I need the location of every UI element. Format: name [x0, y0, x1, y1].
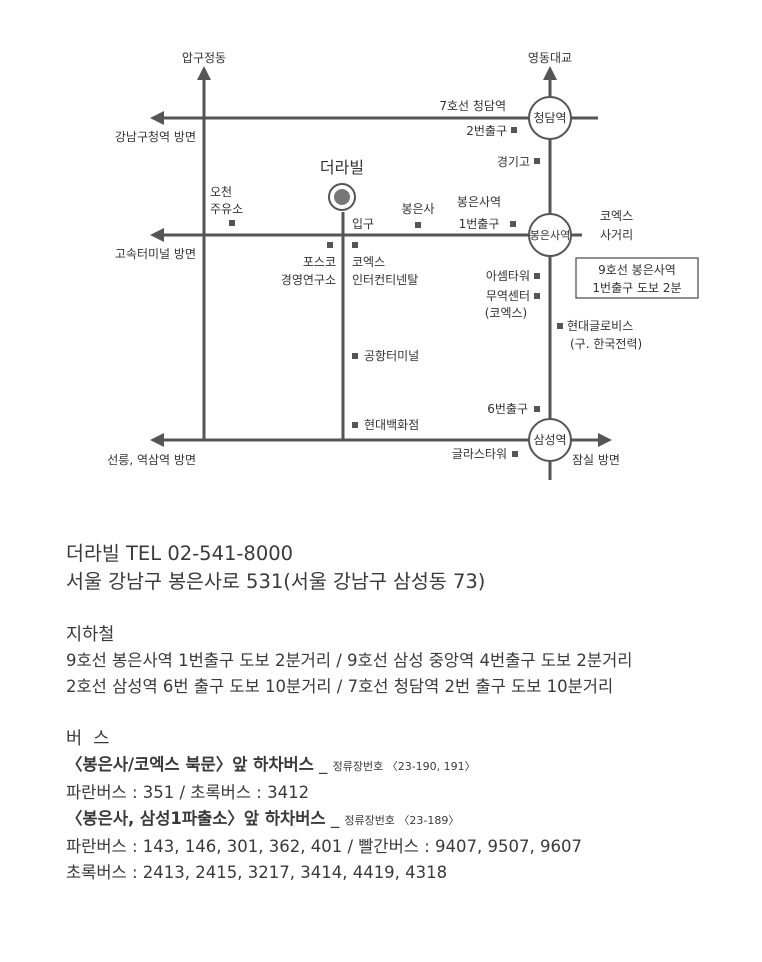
label-coex-crossroad-1: 코엑스	[600, 209, 633, 223]
marker-exit1-bongeunsa	[510, 221, 516, 227]
bus-stop-2-sep: _	[325, 809, 345, 828]
label-coex-crossroad-2: 사거리	[600, 228, 633, 242]
bus-stop-1-label: 〈봉은사/코엑스 북문〉앞 하차버스	[66, 755, 314, 774]
marker-glass-tower	[512, 451, 518, 457]
label-glass-tower: 글라스타워	[452, 447, 507, 461]
label-bongeunsa-line: 봉은사역	[457, 195, 501, 209]
label-seolleung: 선릉, 역삼역 방면	[107, 453, 196, 467]
label-coex-ic-2: 인터컨티넨탈	[352, 273, 418, 287]
label-trade-center-2: (코엑스)	[485, 306, 527, 320]
subway-heading: 지하철	[66, 625, 115, 645]
bus-stop-2-label: 〈봉은사, 삼성1파출소〉앞 하차버스	[66, 809, 326, 828]
marker-coex-ic	[352, 242, 358, 248]
arrow-west-middle	[150, 228, 164, 242]
note-line-2: 1번출구 도보 2분	[592, 281, 681, 295]
label-exit2: 2번출구	[466, 124, 507, 138]
marker-exit2-cheongdam	[511, 127, 517, 133]
station-name-samseong: 삼성역	[533, 433, 566, 447]
bus-stop-1-sep: _	[313, 755, 333, 774]
label-entrance: 입구	[352, 217, 374, 231]
label-bongeunsa-exit1: 1번출구	[459, 217, 500, 231]
contact-line: 더라빌 TEL 02-541-8000	[66, 542, 294, 565]
label-posco-2: 경영연구소	[281, 273, 336, 287]
marker-hyundai-dept	[352, 422, 358, 428]
bus-stop-1-id: 정류장번호 〈23-190, 191〉	[332, 760, 476, 773]
label-yeongdong-bridge: 영동대교	[528, 51, 572, 65]
station-circle-samseong	[528, 418, 572, 462]
label-asem-tower: 아셈타워	[486, 269, 530, 283]
label-trade-center-1: 무역센터	[486, 289, 530, 303]
label-hyundai-dept: 현대백화점	[364, 418, 419, 432]
bus-stop-2-buses-2: 초록버스 : 2413, 2415, 3217, 3414, 4419, 431…	[66, 863, 448, 882]
bus-stop-2-buses-1: 파란버스 : 143, 146, 301, 362, 401 / 빨간버스 : …	[66, 837, 582, 856]
label-airport-terminal: 공항터미널	[364, 349, 419, 363]
label-express-terminal: 고속터미널 방면	[115, 247, 196, 261]
marker-asem	[534, 273, 540, 279]
destination-marker-inner	[334, 189, 350, 205]
label-glovis-2: (구. 한국전력)	[570, 337, 642, 351]
label-glovis-1: 현대글로비스	[567, 319, 633, 333]
label-gas-station-1: 오천	[210, 184, 232, 199]
location-map: 압구정동 영동대교 강남구청역 방면 고속터미널 방면 선릉, 역삼역 방면 잠…	[107, 51, 699, 480]
station-circle-bongeunsa	[528, 213, 572, 257]
bus-stop-1-title: 〈봉은사/코엑스 북문〉앞 하차버스 _ 정류장번호 〈23-190, 191〉	[66, 752, 746, 780]
label-line7-cheongdam: 7호선 청담역	[439, 99, 506, 113]
bus-stop-1-buses: 파란버스 : 351 / 초록버스 : 3412	[66, 783, 310, 802]
label-jamsil: 잠실 방면	[572, 453, 620, 467]
arrow-northeast	[543, 66, 557, 80]
subway-line-2: 2호선 삼성역 6번 출구 도보 10분거리 / 7호선 청담역 2번 출구 도…	[66, 677, 614, 696]
marker-posco	[327, 242, 333, 248]
label-coex-ic-1: 코엑스	[352, 255, 385, 269]
marker-kyunggi	[534, 158, 540, 164]
marker-exit6-samseong	[534, 406, 540, 412]
label-gas-station-2: 주유소	[210, 202, 243, 216]
station-name-bongeunsa: 봉은사역	[530, 229, 570, 242]
marker-glovis	[557, 323, 563, 329]
marker-airport-terminal	[352, 353, 358, 359]
arrow-east-lower	[598, 433, 612, 447]
address-line: 서울 강남구 봉은사로 531(서울 강남구 삼성동 73)	[66, 570, 486, 593]
info-section: 더라빌 TEL 02-541-8000 서울 강남구 봉은사로 531(서울 강…	[66, 540, 746, 886]
label-gangnam-gu-office: 강남구청역 방면	[115, 130, 196, 144]
arrow-north	[197, 66, 211, 80]
label-apgujeong: 압구정동	[182, 51, 226, 65]
bus-heading: 버 스	[66, 729, 110, 749]
subway-line-1: 9호선 봉은사역 1번출구 도보 2분거리 / 9호선 삼성 중앙역 4번출구 …	[66, 651, 633, 670]
note-box	[575, 257, 699, 299]
station-circle-cheongdam	[528, 96, 572, 140]
label-exit6: 6번출구	[487, 402, 528, 416]
bus-stop-2-id: 정류장번호 〈23-189〉	[344, 814, 460, 827]
marker-trade-center	[534, 293, 540, 299]
marker-temple	[415, 222, 421, 228]
note-line-1: 9호선 봉은사역	[598, 263, 676, 277]
label-kyunggi-high: 경기고	[497, 155, 530, 169]
marker-gas-station	[229, 220, 235, 226]
arrow-west-lower	[150, 433, 164, 447]
bus-stop-2-title: 〈봉은사, 삼성1파출소〉앞 하차버스 _ 정류장번호 〈23-189〉	[66, 806, 746, 834]
arrow-west-upper	[150, 111, 164, 125]
station-name-cheongdam: 청담역	[533, 111, 566, 125]
label-posco-1: 포스코	[303, 255, 336, 269]
label-temple: 봉은사	[401, 202, 434, 216]
label-place-name: 더라빌	[320, 158, 364, 177]
